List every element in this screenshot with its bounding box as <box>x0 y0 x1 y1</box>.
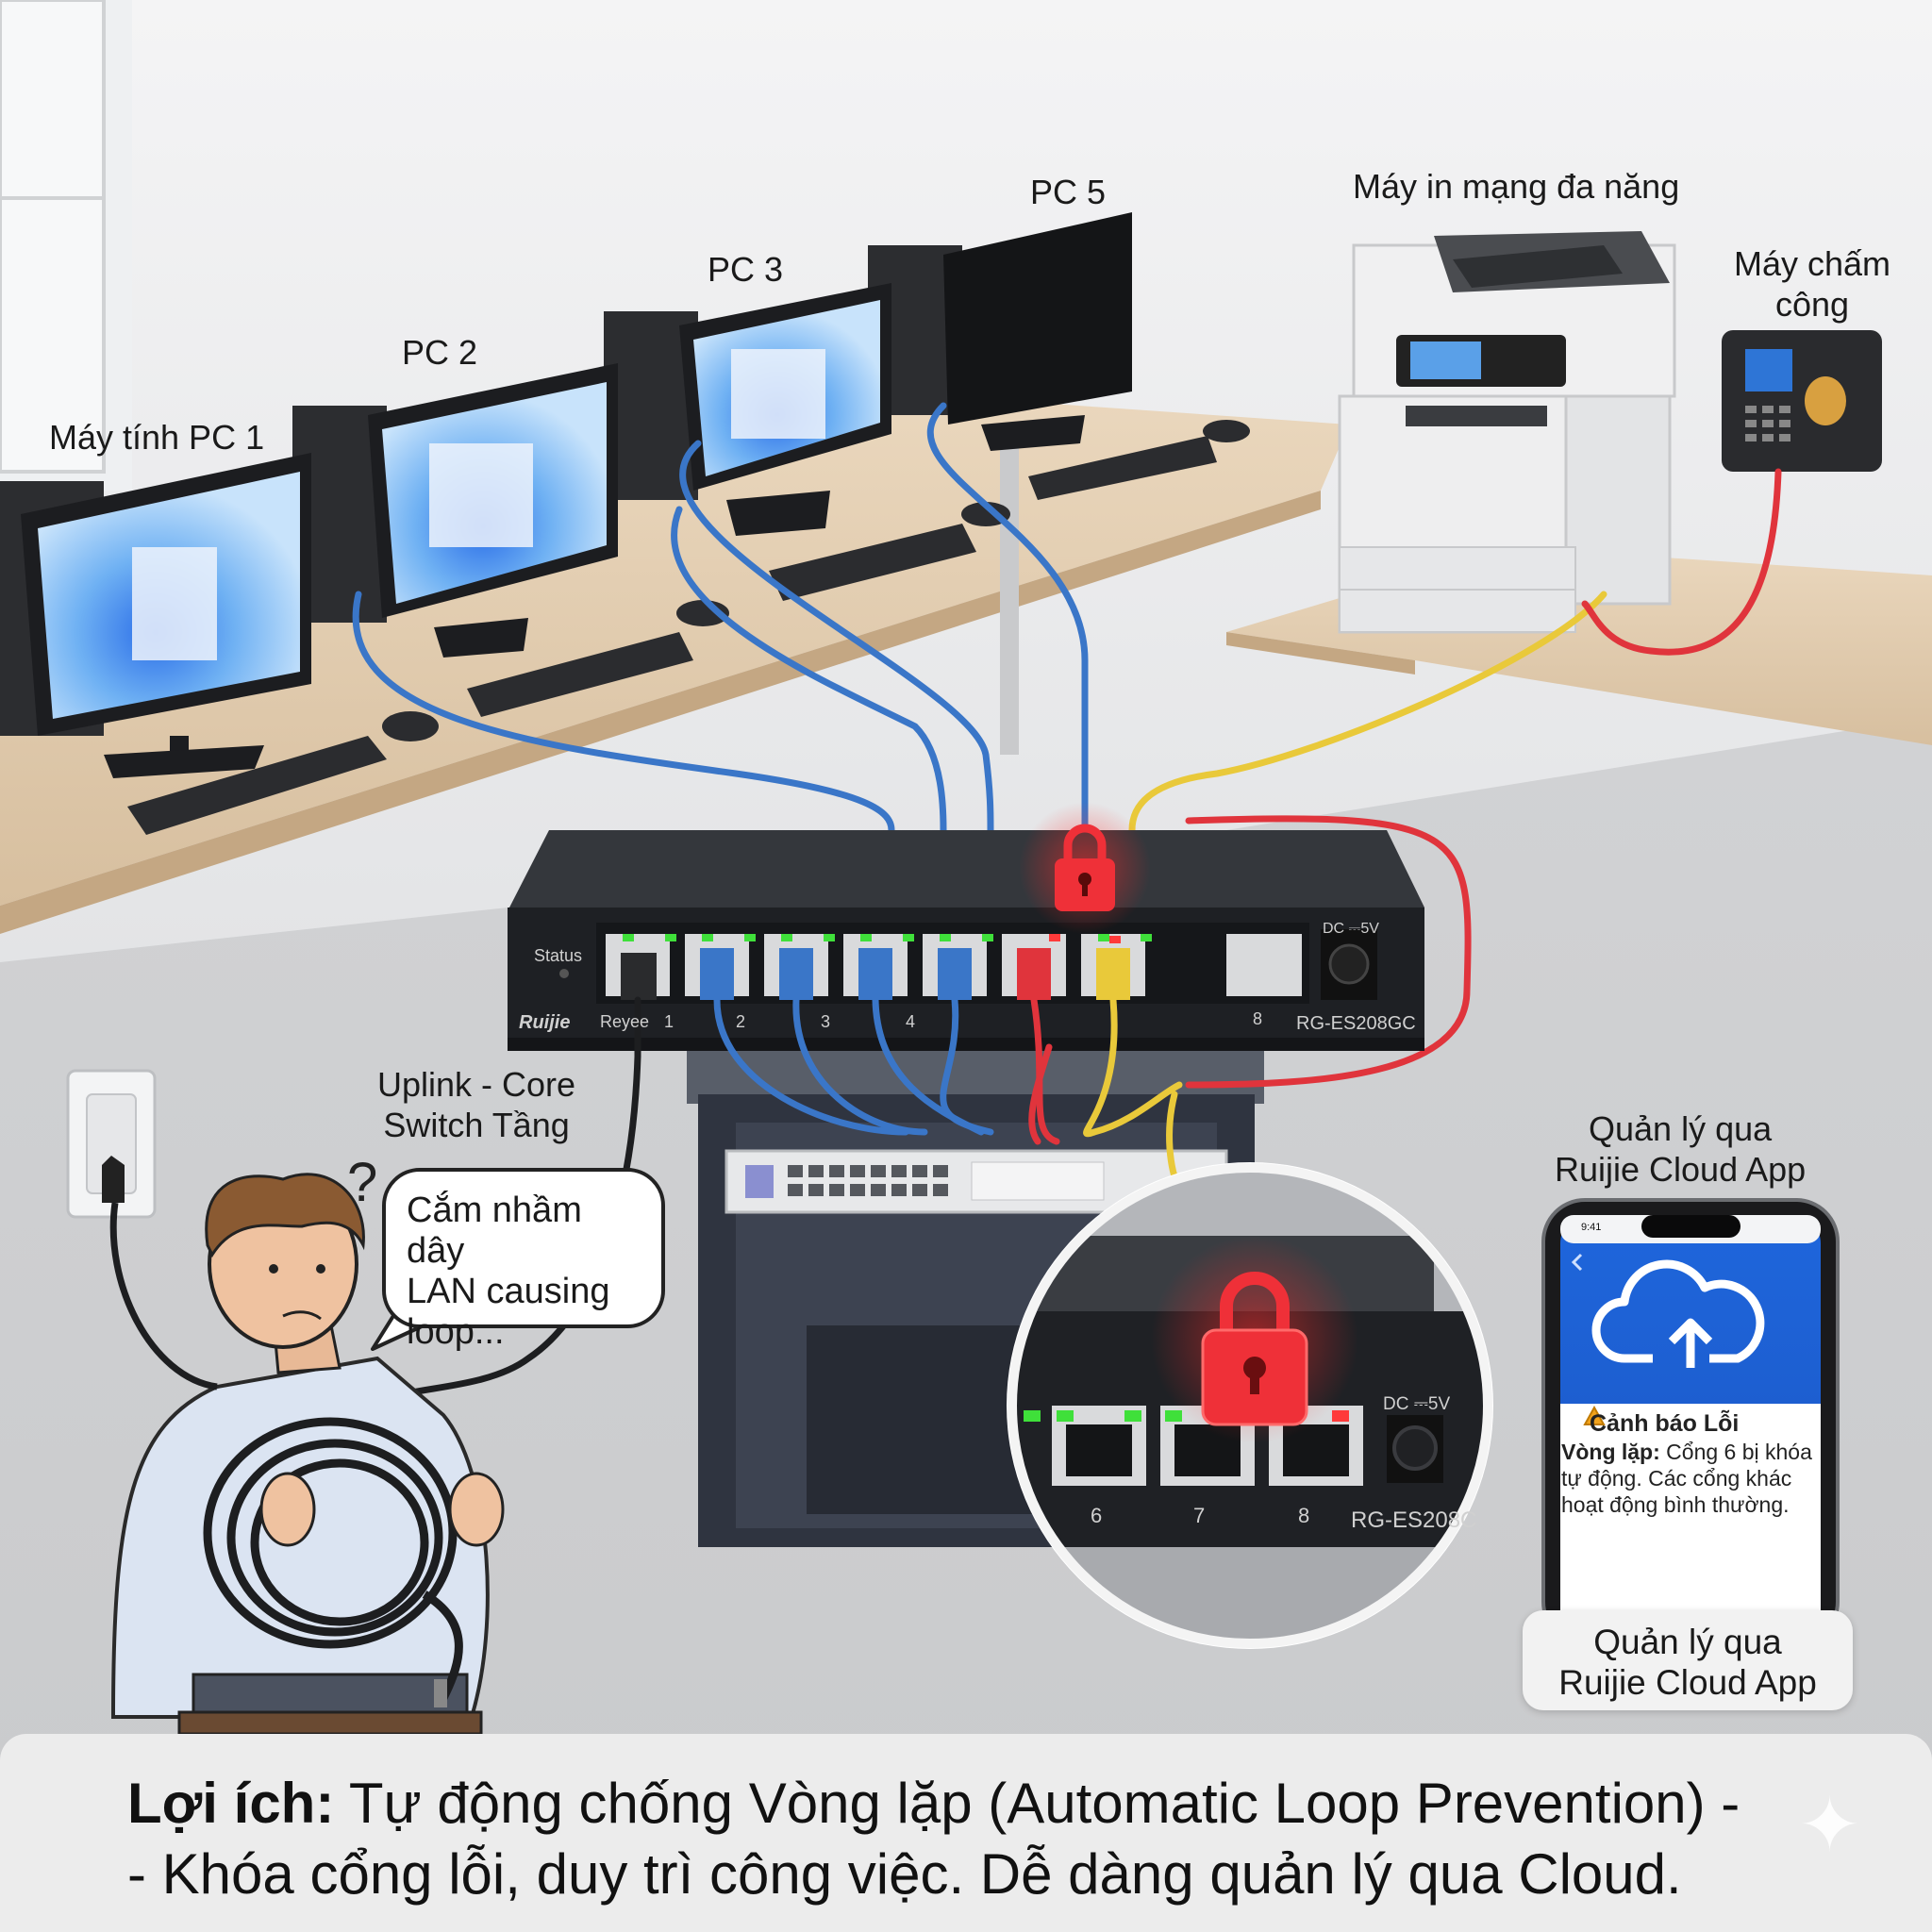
label-cloud-management: Quản lý qua Ruijie Cloud App <box>1555 1109 1807 1190</box>
alert-body: Vòng lặp: Cổng 6 bị khóa tự động. Các cổ… <box>1561 1439 1812 1517</box>
label-uplink: Uplink - Core Switch Tầng <box>377 1065 576 1145</box>
network-cables <box>352 402 1782 1089</box>
monitor-pc3 <box>679 283 891 536</box>
warning-icon <box>1583 1405 1606 1425</box>
switch-model: RG-ES208GC <box>1296 1013 1416 1034</box>
smartphone <box>1541 1198 1840 1645</box>
confused-technician <box>110 1173 505 1736</box>
switch-port-4: 4 <box>906 1012 916 1031</box>
monitor-pc5 <box>943 212 1132 451</box>
cable-timeclock <box>1581 468 1782 656</box>
cable-pc5 <box>926 402 1089 834</box>
label-pc3: PC 3 <box>708 250 784 289</box>
benefit-line-2: - Khóa cổng lỗi, duy trì công việc. Dễ d… <box>127 1842 1682 1906</box>
sparkle-icon: ✦ <box>1798 1783 1862 1867</box>
zoom-port-6: 6 <box>1091 1504 1103 1527</box>
switch-port-8: 8 <box>1253 1009 1263 1028</box>
label-printer: Máy in mạng đa năng <box>1353 167 1680 206</box>
switch-brand: Ruijie <box>519 1012 571 1033</box>
cable-loop <box>1185 815 1472 1089</box>
network-switch <box>508 830 1424 1051</box>
switch-series: Reyee <box>600 1012 650 1031</box>
question-mark: ? <box>347 1152 378 1213</box>
switch-power-label: DC ⎓5V <box>1323 921 1379 937</box>
label-pc1: Máy tính PC 1 <box>49 418 265 457</box>
cable-pc3 <box>679 440 994 834</box>
benefit-line-1: Lợi ích: Tự động chống Vòng lặp (Automat… <box>127 1772 1740 1835</box>
loop-alert-card: Cảnh báo Lỗi Vòng lặp: Cổng 6 bị khóa tự… <box>1561 1409 1816 1570</box>
lock-icon <box>1019 802 1151 934</box>
zoom-port-7: 7 <box>1193 1504 1206 1527</box>
switch-port-1: 1 <box>664 1012 675 1031</box>
label-pc2: PC 2 <box>402 333 478 372</box>
benefit-banner: Lợi ích: Tự động chống Vòng lặp (Automat… <box>0 1734 1932 1932</box>
power-plug-icon <box>102 1156 125 1203</box>
switch-port-3: 3 <box>821 1012 831 1031</box>
switch-status-label: Status <box>534 946 583 965</box>
zoom-detail <box>1007 1162 1493 1649</box>
alert-title: Cảnh báo Lỗi <box>1590 1410 1740 1437</box>
back-chevron-icon <box>1571 1253 1583 1272</box>
phone-time: 9:41 <box>1581 1222 1602 1233</box>
cable-pc1 <box>352 591 895 834</box>
switch-port-2: 2 <box>736 1012 746 1031</box>
time-clock <box>1722 330 1882 472</box>
label-pc5: PC 5 <box>1030 173 1107 211</box>
zoom-port-8: 8 <box>1298 1504 1310 1527</box>
cloud-upload-icon <box>1591 1259 1765 1368</box>
zoom-model: RG-ES208C <box>1351 1507 1477 1533</box>
zoom-power-label: DC ⎓5V <box>1383 1394 1451 1414</box>
speech-bubble: Cắm nhầm dây LAN causing loop... <box>382 1168 665 1352</box>
cloud-app-caption: Quản lý qua Ruijie Cloud App <box>1523 1610 1853 1710</box>
monitor-pc1 <box>21 453 311 778</box>
cable-pc2 <box>671 506 947 834</box>
printer <box>1338 231 1676 634</box>
wall-outlet <box>66 1069 157 1219</box>
label-timeclock: Máy chấm công <box>1734 244 1891 325</box>
monitor-pc2 <box>368 363 618 658</box>
cable-printer <box>1128 591 1607 834</box>
